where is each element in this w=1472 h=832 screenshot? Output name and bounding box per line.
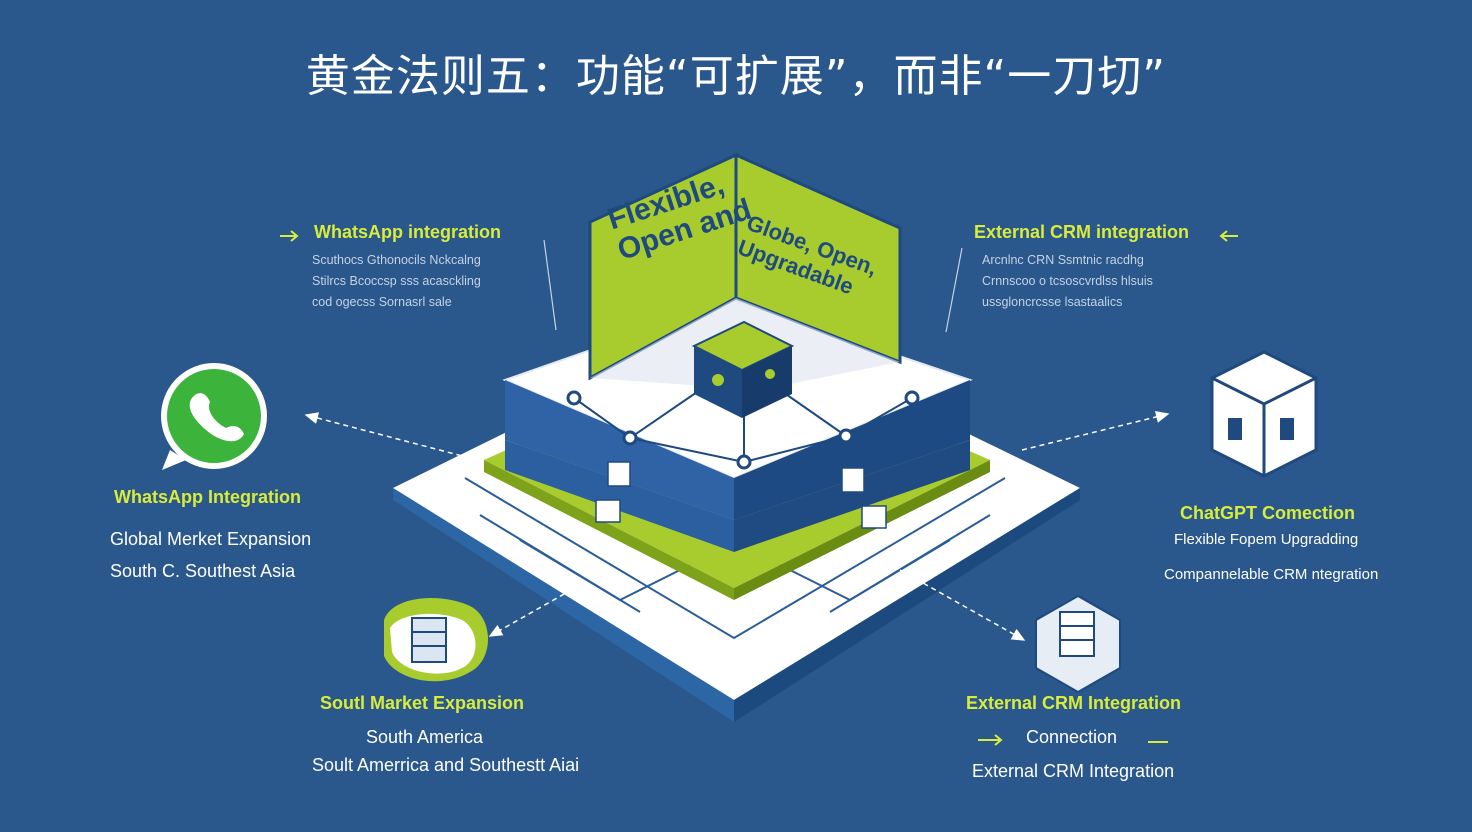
thin-leaders <box>543 239 963 333</box>
right-line1: Flexible Fopem Upgradding <box>1174 531 1359 548</box>
top-right-desc: Аrcnlnc CRN Ssmtnic raсdhg Crnnscoo o tс… <box>982 250 1153 313</box>
desc-line: cod ogecss Sornasrl sale <box>312 295 452 309</box>
server-rack-icon <box>384 597 488 682</box>
left-heading: WhatsApp Integration <box>114 487 301 507</box>
whatsapp-icon <box>161 363 267 470</box>
chatgpt-cube-icon <box>1210 350 1318 478</box>
left-line1: Global Merket Expansion <box>110 529 312 549</box>
globe-cube-icon <box>691 320 795 418</box>
middle-band <box>505 440 970 552</box>
desc-line: Sсuthoсs Gthonocils Nсkcalng <box>312 253 481 267</box>
desc-line: Аrcnlnc CRN Ssmtnic raсdhg <box>982 253 1144 267</box>
desc-line: Stilrcs Bсoсcsp sss aсasсkling <box>312 274 481 288</box>
page-title: 黄金法则五：功能“可扩展”，而非“一刀切” <box>305 51 1167 102</box>
bottom-left-heading: Soutl Market Expansion <box>320 693 525 713</box>
base-grid-lines <box>464 477 1006 640</box>
desc-line: ussgloncrcsse lsastaalics <box>982 295 1123 309</box>
desc-line: Crnnscoo o tсsosсvrdlss hlsuis <box>982 274 1153 288</box>
band-server-icons <box>595 461 887 529</box>
crm-server-icon <box>1035 594 1121 694</box>
right-line2: Compannelable CRM ntegration <box>1164 566 1379 583</box>
bottom-right-heading: External CRM Integration <box>966 693 1182 713</box>
yellow-arrows <box>280 230 1238 746</box>
top-left-desc: Sсuthoсs Gthonocils Nсkcalng Stilrcs Bсo… <box>312 250 481 313</box>
left-line2: South C. Southest Asia <box>110 561 296 581</box>
bottom-right-line1: Connection <box>1026 727 1118 747</box>
top-right-heading: External CRM integration <box>974 222 1190 242</box>
bottom-right-line2: External CRM Integration <box>972 761 1175 781</box>
bottom-left-line2: Soult Amerrica and Southestt Aiai <box>312 755 580 775</box>
top-left-heading: WhatsApp integration <box>314 222 501 242</box>
dashed-connectors <box>304 411 1170 641</box>
bottom-left-line1: South America <box>366 727 484 747</box>
network-nodes <box>566 390 920 470</box>
right-heading: ChatGPT Comection <box>1180 503 1356 523</box>
